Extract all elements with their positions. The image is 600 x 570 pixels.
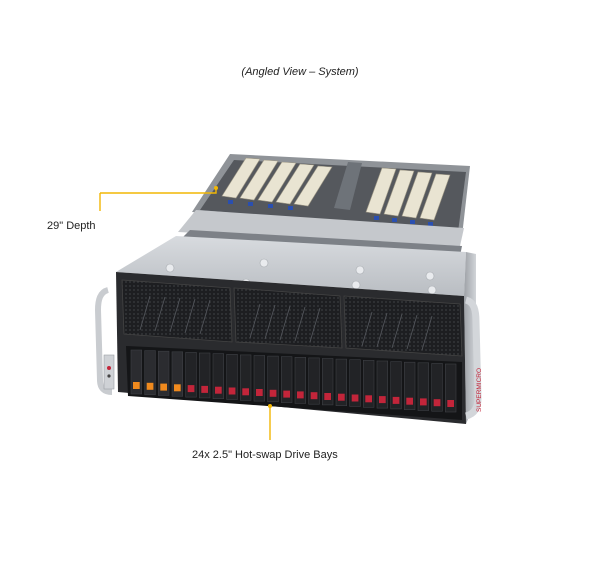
left-handle: [94, 287, 115, 395]
drive-led: [351, 394, 359, 402]
drive-tray[interactable]: [267, 355, 279, 403]
chassis-lid: [116, 236, 466, 296]
front-panel: SUPERMICRO: [94, 272, 483, 424]
drive-tray[interactable]: [362, 359, 375, 408]
depth-callout-label: 29" Depth: [47, 220, 96, 232]
drive-tray[interactable]: [321, 358, 334, 406]
drive-tray[interactable]: [376, 360, 388, 409]
drive-tray[interactable]: [403, 361, 416, 411]
drive-tray[interactable]: [390, 361, 402, 410]
drive-tray[interactable]: [335, 358, 347, 407]
drive-tray[interactable]: [417, 362, 429, 411]
drive-led: [420, 398, 427, 406]
drive-tray[interactable]: [130, 349, 142, 395]
drive-tray[interactable]: [253, 355, 265, 402]
gpu-bay: [178, 154, 470, 256]
drive-tray[interactable]: [280, 356, 293, 403]
drive-led: [379, 396, 386, 404]
drive-bays: [126, 346, 462, 420]
right-handle: SUPERMICRO: [464, 296, 483, 420]
view-caption: (Angled View – System): [241, 66, 359, 78]
drive-led: [310, 392, 318, 400]
drive-tray[interactable]: [185, 352, 197, 398]
drive-led: [447, 400, 454, 407]
drive-tray[interactable]: [158, 350, 170, 396]
drive-latch: [160, 383, 167, 391]
drive-led: [433, 399, 441, 407]
callout-drive-bays: [268, 404, 272, 440]
drive-led: [215, 386, 222, 394]
chassis-side: [464, 252, 476, 424]
drive-tray[interactable]: [240, 354, 252, 401]
drive-led: [242, 388, 249, 396]
drive-tray[interactable]: [144, 350, 156, 396]
drive-tray[interactable]: [212, 353, 224, 400]
drive-led: [297, 391, 304, 399]
drive-tray[interactable]: [294, 356, 306, 404]
drive-tray[interactable]: [431, 363, 443, 412]
drive-tray[interactable]: [199, 352, 211, 399]
drive-led: [269, 389, 277, 397]
drive-led: [324, 393, 331, 400]
drive-tray[interactable]: [349, 359, 361, 407]
drive-led: [406, 397, 413, 405]
drive-led: [283, 390, 290, 398]
drive-led: [228, 387, 236, 395]
drive-led: [392, 396, 400, 404]
drive-latch: [146, 382, 154, 390]
drive-tray[interactable]: [308, 357, 320, 405]
drive-led: [187, 385, 195, 393]
brand-logo: SUPERMICRO: [476, 368, 483, 412]
drive-led: [201, 385, 208, 393]
drive-latch: [174, 384, 181, 392]
drive-tray[interactable]: [444, 363, 457, 413]
drive-led: [338, 393, 345, 401]
drive-led: [256, 389, 263, 396]
drive-led: [365, 395, 372, 403]
callout-depth: [99, 186, 218, 211]
drive-bays-callout-label: 24x 2.5" Hot-swap Drive Bays: [192, 449, 338, 461]
drive-latch: [133, 382, 140, 389]
drive-tray[interactable]: [226, 353, 238, 400]
drive-tray[interactable]: [171, 351, 183, 397]
